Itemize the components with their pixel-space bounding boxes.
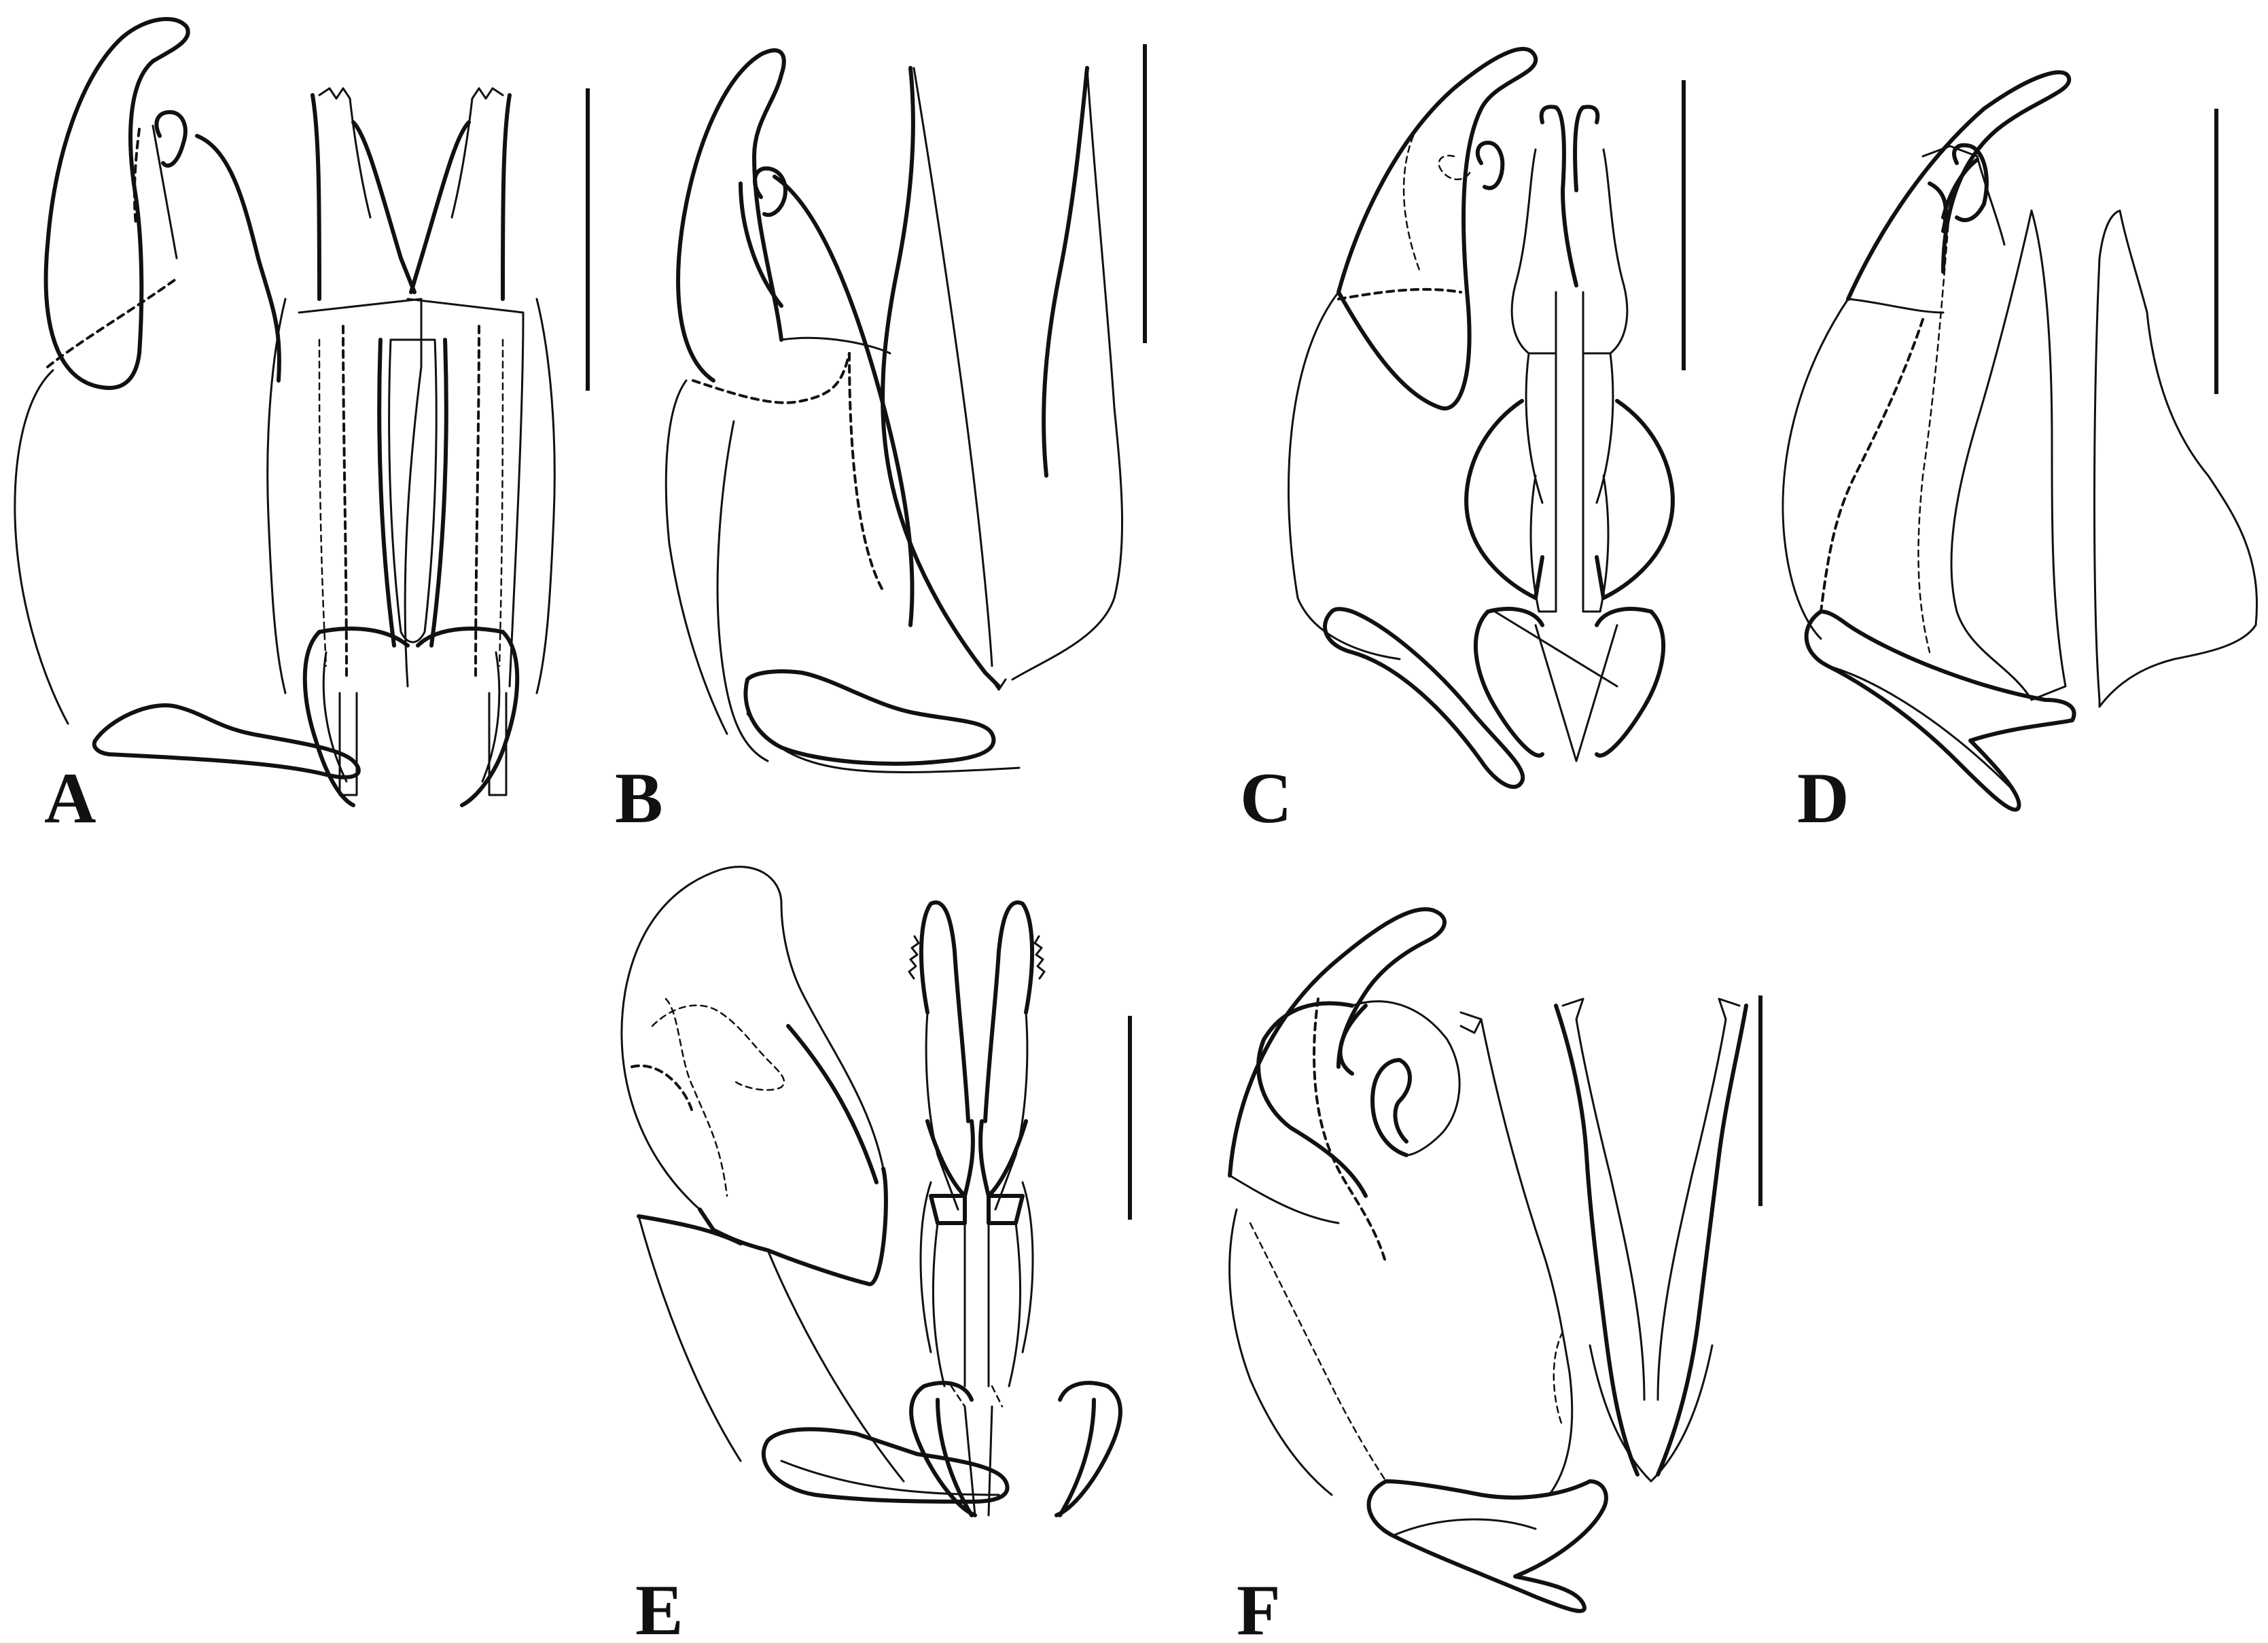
panel-a-label: A [44, 758, 96, 838]
panel-b-drawing [665, 48, 1124, 773]
panel-f-drawing [1228, 907, 1748, 1613]
panel-b-label: B [615, 758, 663, 838]
panel-d-drawing [1782, 70, 2258, 812]
panel-d-label: D [1797, 758, 1849, 838]
panel-e-label: E [635, 1570, 684, 1643]
panel-e-drawing [620, 866, 1122, 1517]
panel-a-drawing [14, 17, 556, 807]
panel-f-label: F [1237, 1570, 1281, 1643]
panel-c-label: C [1240, 758, 1292, 838]
panel-c-drawing [1288, 47, 1675, 789]
